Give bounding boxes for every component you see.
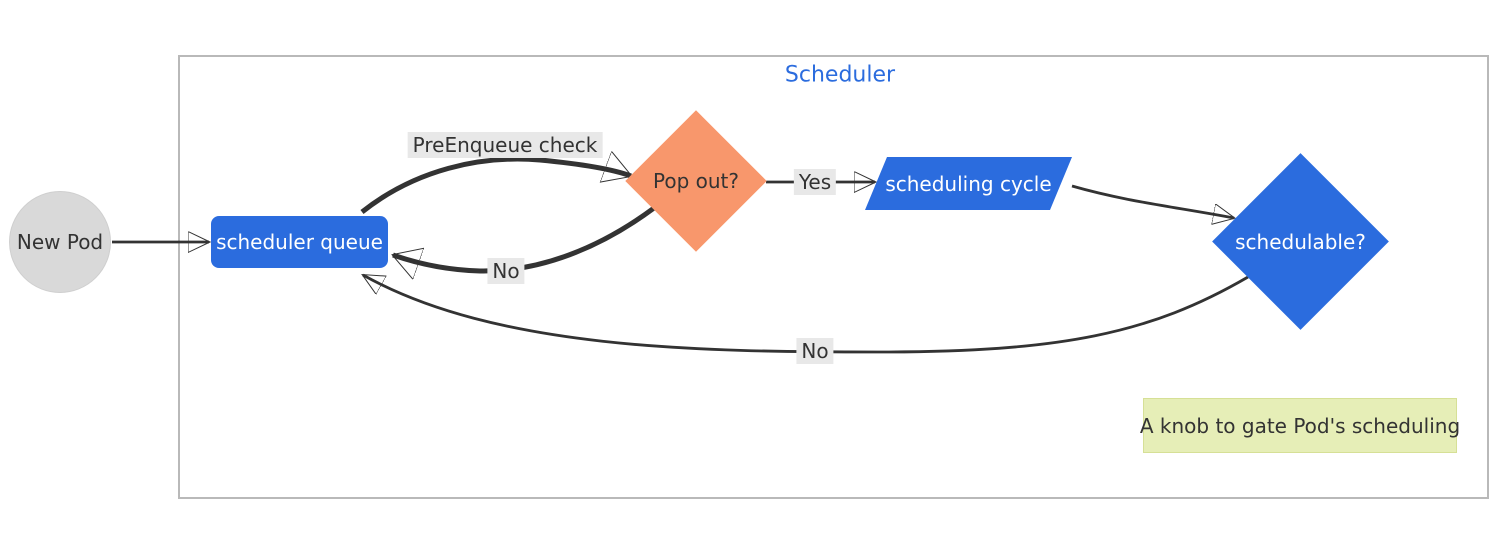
node-scheduler-queue-label: scheduler queue bbox=[216, 230, 383, 254]
edge-cycle-to-schedulable bbox=[1071, 184, 1234, 218]
node-scheduling-cycle bbox=[865, 157, 1072, 210]
edge-label-preenqueue-check: PreEnqueue check bbox=[407, 132, 603, 158]
scheduler-subgraph-title: Scheduler bbox=[784, 62, 896, 88]
node-scheduling-cycle-label: scheduling cycle bbox=[885, 171, 1052, 196]
note-scheduling-gate: A knob to gate Pod's scheduling bbox=[1139, 398, 1461, 453]
node-scheduler-queue bbox=[211, 216, 388, 268]
edge-queue-to-popout bbox=[360, 159, 631, 214]
node-pop-out-label: Pop out? bbox=[652, 169, 739, 193]
edge-label-no-schedulable: No bbox=[796, 338, 834, 364]
edge-schedulable-to-queue-no bbox=[363, 273, 1249, 354]
node-new-pod bbox=[9, 191, 111, 293]
edge-label-no-popout: No bbox=[487, 258, 525, 284]
note-text: A knob to gate Pod's scheduling bbox=[1139, 413, 1461, 438]
node-new-pod-label: New Pod bbox=[16, 230, 104, 254]
node-schedulable-label: schedulable? bbox=[1235, 229, 1366, 254]
edge-label-yes: Yes bbox=[793, 169, 837, 195]
